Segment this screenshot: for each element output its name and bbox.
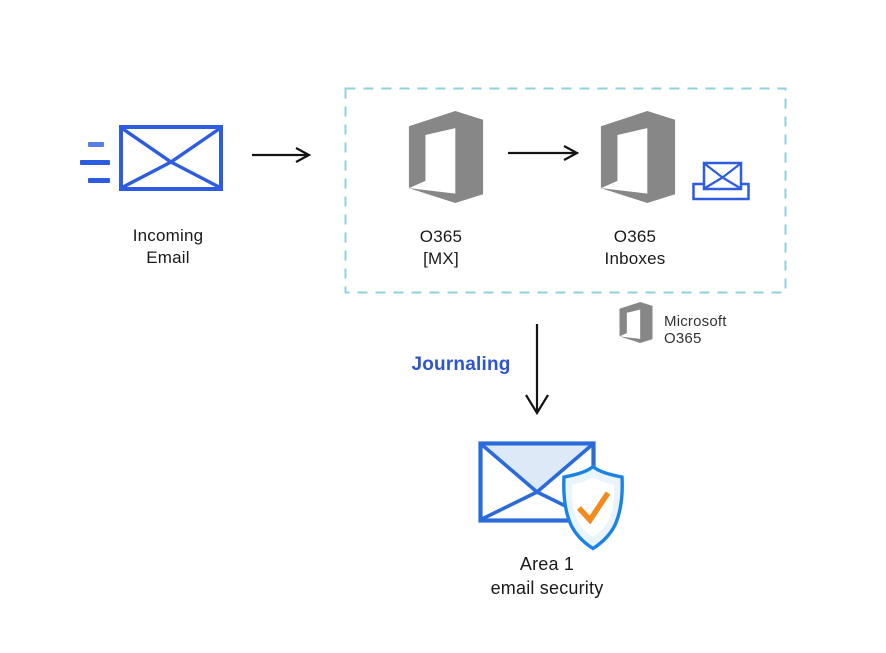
label-line: [MX]	[423, 249, 459, 268]
o365-mx-label: O365 [MX]	[391, 226, 491, 270]
speed-line	[80, 160, 110, 165]
envelope-shield-check-icon	[478, 441, 624, 551]
office-365-logo-icon-small	[619, 302, 653, 343]
office-365-logo-icon	[600, 111, 676, 203]
area1-label: Area 1 email security	[457, 552, 637, 600]
speed-line	[88, 142, 104, 147]
label-line: email security	[490, 578, 604, 598]
arrow-right-1	[252, 147, 312, 163]
label-line: O365	[419, 227, 463, 246]
o365-inboxes-label: O365 Inboxes	[585, 226, 685, 270]
shield-check-icon	[562, 464, 624, 551]
incoming-email-envelope-icon	[119, 125, 223, 191]
label-line: Email	[146, 248, 190, 267]
label-line: O365	[613, 227, 657, 246]
o365-boundary-box	[344, 87, 787, 294]
speed-line	[88, 178, 110, 183]
journaling-label: Journaling	[411, 354, 511, 375]
office-365-logo-icon	[408, 111, 484, 203]
arrow-right-2	[508, 145, 580, 161]
inbox-envelope-icon	[692, 161, 750, 201]
label-line: Incoming	[132, 226, 204, 245]
arrow-down-journaling	[525, 324, 549, 416]
legend-label: Microsoft O365	[664, 313, 727, 347]
label-line: Area 1	[519, 554, 575, 574]
incoming-email-label: Incoming Email	[116, 225, 220, 269]
label-line: Inboxes	[604, 249, 666, 268]
